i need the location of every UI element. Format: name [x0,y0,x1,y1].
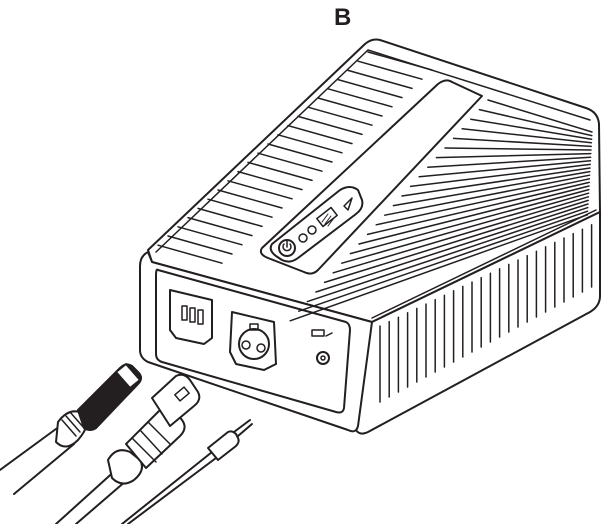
audio-jack-body [207,430,240,461]
fin-left [297,115,363,136]
battery-level-icon [316,206,338,228]
fin-left [287,124,353,145]
audio-jack-port [316,351,330,365]
fin-right [409,163,591,188]
fin-right [487,99,593,133]
ac-inlet [169,289,213,345]
battery-bars [321,213,335,227]
charging-cable-latch [174,386,190,402]
fin-right [470,118,593,140]
cables [0,363,253,524]
charging-cable-boot [107,449,143,485]
fin-left [257,152,323,172]
fin-right [315,203,589,293]
fin-right [358,185,590,245]
fin-left [247,161,313,182]
charging-cable-rings [131,421,171,463]
figure-label: B [334,4,352,31]
power-symbol-icon [282,240,292,252]
fin-left [307,106,373,126]
cooling-fins-right [289,99,593,322]
play-icon [343,197,353,211]
power-cord-cable [0,425,75,495]
charger-housing [139,38,601,435]
front-panel [155,268,351,414]
power-cord-plug [0,363,142,495]
fin-left [157,244,223,264]
fin-left [237,170,303,191]
fin-right [341,192,590,264]
fin-right [332,196,590,274]
charging-port-socket [238,328,270,360]
fin-left [227,180,293,200]
front-connectors [169,289,333,371]
fin-left [197,207,263,228]
fin-left [177,226,243,246]
fin-right [435,152,592,159]
power-cord-plug-face [115,363,141,389]
status-light-1-icon [298,233,308,243]
fin-right [366,181,590,236]
fin-right [401,167,591,197]
fin-right [478,108,593,137]
fin-left [327,88,393,108]
ac-inlet-pin-3 [197,309,204,325]
cooling-fins-side [379,224,593,403]
audio-cable [121,451,217,524]
charging-cable-head [151,373,201,427]
fin-right [289,214,589,322]
fin-left [217,189,283,209]
fin-right [384,174,591,216]
fin-right [427,156,592,168]
fin-right [306,206,589,303]
fin-right [418,160,592,178]
fin-right [298,210,589,312]
fin-left [207,198,273,218]
power-button-icon[interactable] [278,239,296,257]
fin-right [444,147,592,151]
fin-right [323,199,589,284]
fin-left [357,60,423,80]
audio-jack-tip [233,419,253,437]
fin-left [367,51,433,71]
fin-right [461,128,593,144]
usb-arrow [325,332,333,337]
charging-port-key [249,323,259,331]
fin-left [167,235,233,255]
fin-left [277,134,343,154]
ac-inlet-pin-2 [189,307,196,323]
fin-right [452,137,592,148]
fin-right [392,170,591,207]
control-strip [259,79,483,275]
audio-jack-hole [320,355,326,361]
charging-cable-connector [55,373,201,524]
status-light-2-icon [307,225,317,235]
audio-jack-plug [121,419,253,524]
fin-left [337,78,403,99]
ac-inlet-pin-1 [181,305,188,321]
fin-right [375,178,591,226]
usb-symbol-icon [311,329,325,337]
fin-left [317,97,383,117]
fin-left [347,69,413,90]
fin-left [267,143,333,163]
fin-left [187,216,253,237]
fin-right [349,188,590,255]
charging-port-pin-1 [241,340,251,350]
cooling-fins-left [157,51,433,264]
power-cord-grip [61,411,85,437]
charging-port-pin-2 [256,343,266,353]
